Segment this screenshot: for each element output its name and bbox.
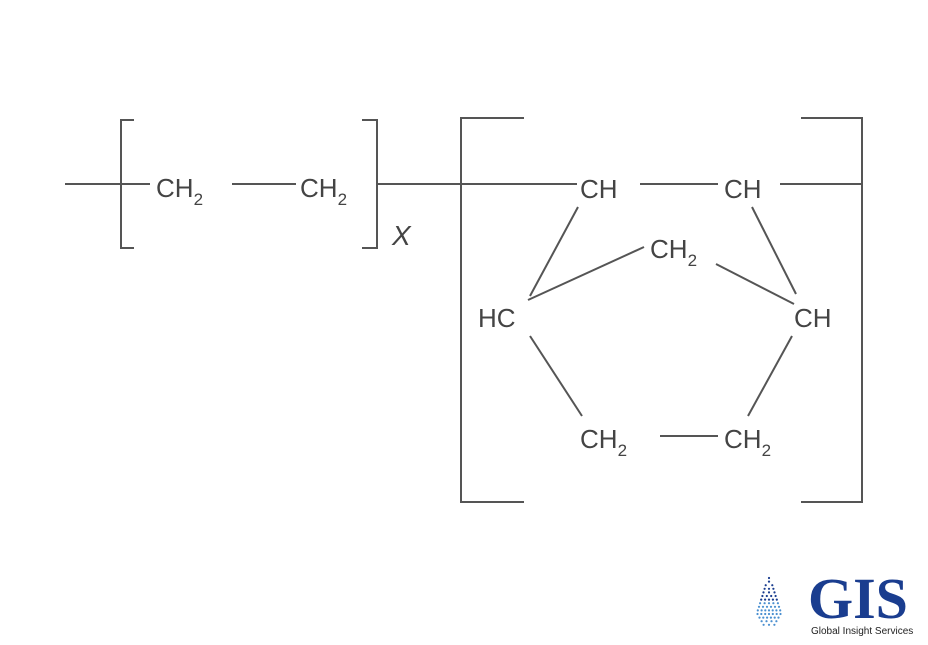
bond-right-bottomright <box>747 335 793 417</box>
logo-dot <box>769 605 773 608</box>
logo-dot <box>758 616 761 619</box>
atom-ch2-bridge: CH2 <box>650 234 697 270</box>
logo-dot <box>761 605 765 608</box>
gis-logo: GIS Global Insight Services <box>756 566 913 637</box>
logo-dot <box>761 594 764 598</box>
logo-dot <box>767 576 771 580</box>
logo-dot <box>767 623 771 626</box>
logo-dot <box>771 584 774 587</box>
subscript-x: X <box>391 220 412 251</box>
bracket-right-unit1 <box>362 119 378 249</box>
logo-dot <box>767 612 771 616</box>
logo-dot <box>777 605 781 608</box>
logo-dot <box>767 591 771 594</box>
logo-dot <box>771 609 774 612</box>
logo-dot <box>775 620 778 623</box>
logo-dot <box>762 591 765 594</box>
atom-ch2-bottom-right: CH2 <box>724 424 771 460</box>
logo-dot <box>764 612 767 616</box>
logo-dot <box>775 598 778 601</box>
logo-dot <box>762 616 765 619</box>
logo-dot <box>756 612 759 616</box>
logo-dot <box>762 623 765 626</box>
logo-dot <box>767 609 771 612</box>
logo-dot <box>765 605 769 608</box>
bond-bridge-right <box>715 263 795 305</box>
logo-name: Global Insight Services <box>811 626 913 637</box>
logo-dot <box>769 616 773 619</box>
logo-dot <box>770 620 773 623</box>
atom-hc-left: HC <box>478 303 516 333</box>
logo-dot <box>772 602 775 605</box>
bond-topright-right <box>751 206 797 295</box>
atom-ch2-bottom-left: CH2 <box>580 424 627 460</box>
logo-dot <box>774 594 777 598</box>
logo-dot <box>776 602 780 605</box>
bond-topleft-left <box>529 206 579 297</box>
logo-dot <box>767 598 771 601</box>
logo-dot <box>767 587 771 590</box>
logo-dot <box>779 609 782 612</box>
norbornene-unit: CH CH CH2 HC CH CH2 CH2 <box>460 117 863 503</box>
atom-ch2-2: CH2 <box>300 173 347 209</box>
atom-ch2-1: CH2 <box>156 173 203 209</box>
logo-dot <box>763 587 766 590</box>
logo-dot <box>763 602 766 605</box>
dotted-drop-icon <box>756 576 782 626</box>
logo-dot <box>765 594 768 598</box>
logo-dot <box>760 612 763 616</box>
bond-left-bottomleft <box>529 335 583 417</box>
logo-dot <box>775 612 778 616</box>
logo-dot <box>760 609 763 612</box>
logo-dot <box>759 602 762 605</box>
logo-dot <box>764 609 767 612</box>
atom-ch-right: CH <box>794 303 832 333</box>
atom-ch-top-right: CH <box>724 174 762 204</box>
logo-dot <box>772 587 775 590</box>
logo-dot <box>757 605 761 608</box>
bracket-left-unit2 <box>460 117 524 503</box>
logo-dot <box>771 612 774 616</box>
logo-dot <box>764 598 767 601</box>
bond-left-bridge <box>527 246 645 301</box>
logo-dot <box>767 580 771 583</box>
logo-dot <box>756 609 759 612</box>
bracket-left-unit1 <box>120 119 134 249</box>
logo-dot <box>779 612 782 616</box>
logo-dot <box>766 616 769 619</box>
logo-dot <box>773 591 776 594</box>
logo-dot <box>770 594 773 598</box>
logo-acronym: GIS <box>808 566 908 631</box>
logo-dot <box>777 616 780 619</box>
logo-dot <box>760 598 763 601</box>
ethylene-unit: CH2 CH2 X <box>65 119 412 251</box>
logo-dot <box>773 623 776 626</box>
logo-dot <box>764 584 767 587</box>
logo-dot <box>773 605 777 608</box>
logo-dot <box>765 620 768 623</box>
bracket-right-unit2 <box>801 117 863 503</box>
atom-ch-top-left: CH <box>580 174 618 204</box>
logo-dot <box>775 609 778 612</box>
logo-dot <box>767 602 771 605</box>
logo-dot <box>760 620 763 623</box>
logo-dot <box>771 598 775 601</box>
logo-dot <box>773 616 776 619</box>
